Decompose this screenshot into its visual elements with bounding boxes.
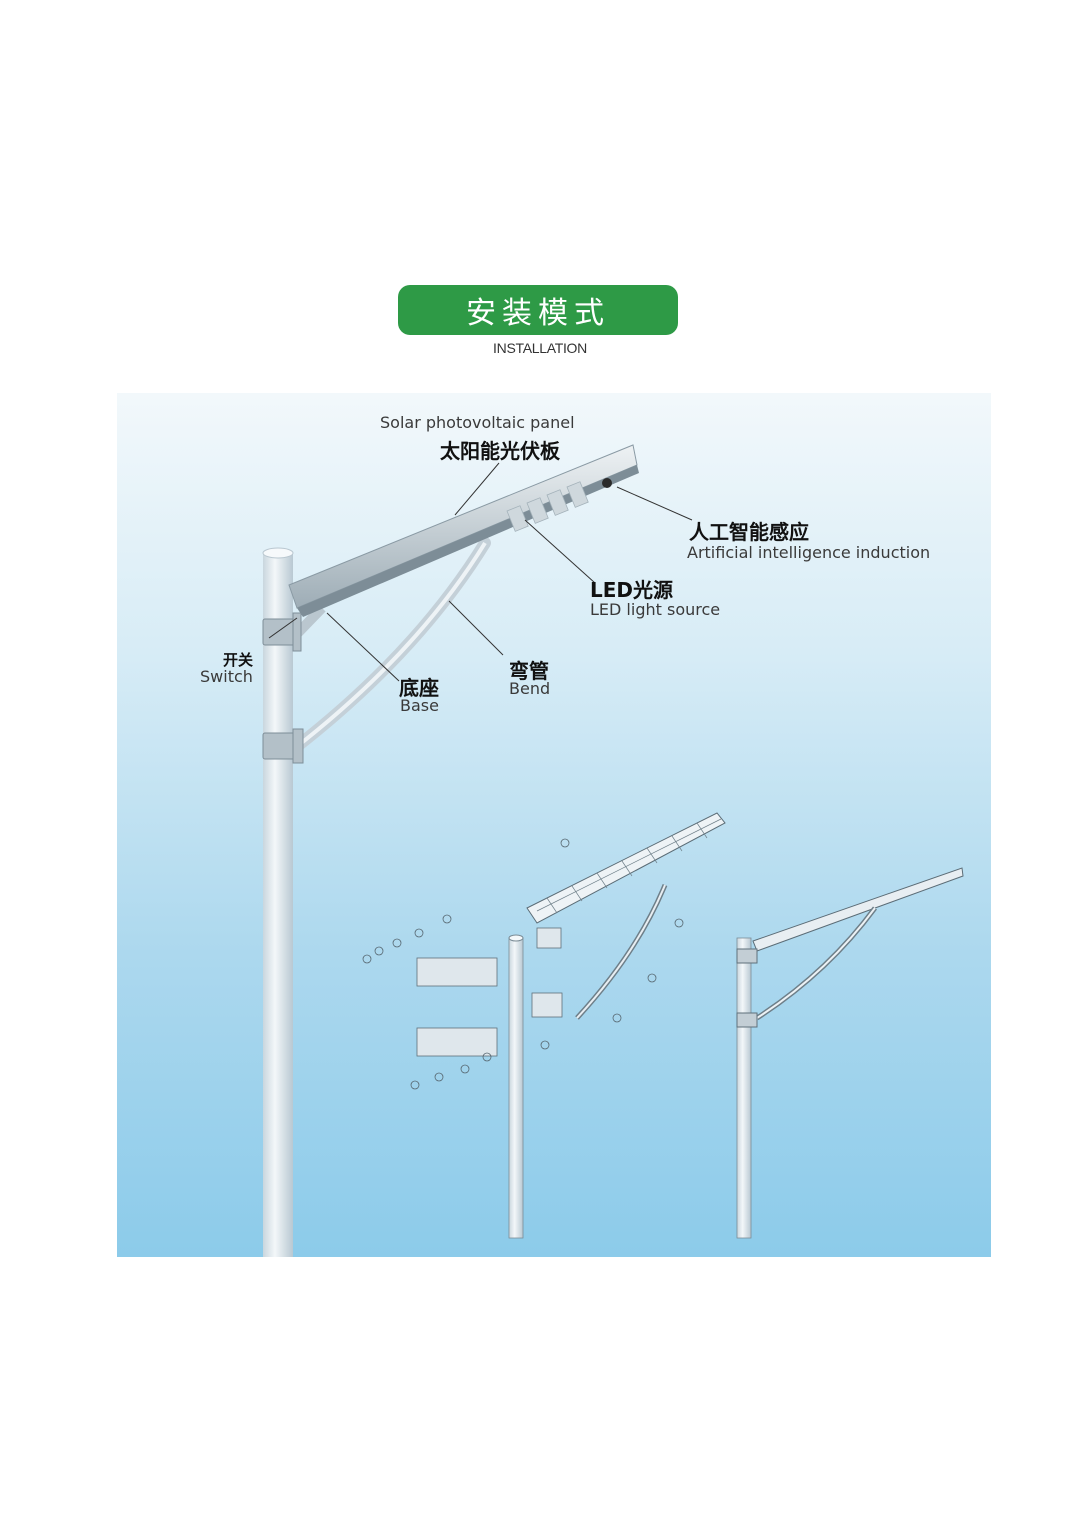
label-base-en: Base: [400, 696, 439, 715]
section-subtitle: INSTALLATION: [493, 340, 587, 356]
assembled-view: [736, 867, 964, 1239]
section-title-banner: 安装模式: [398, 285, 678, 335]
label-led-en: LED light source: [590, 600, 721, 619]
section-title: 安装模式: [466, 296, 610, 331]
label-bend-zh: 弯管: [509, 659, 549, 683]
exploded-view: [362, 812, 726, 1239]
installation-diagram: Solar photovoltaic panel 太阳能光伏板 人工智能感应 A…: [117, 393, 991, 1257]
main-pole: [262, 547, 294, 1257]
lower-clamp: [262, 728, 304, 764]
label-switch-zh: 开关: [223, 651, 254, 669]
label-solar-panel-en: Solar photovoltaic panel: [380, 413, 575, 432]
solar-panel: [288, 444, 639, 617]
label-led-zh: LED光源: [590, 578, 674, 602]
label-ai-en: Artificial intelligence induction: [687, 543, 931, 562]
label-solar-panel-zh: 太阳能光伏板: [440, 439, 560, 463]
label-ai-zh: 人工智能感应: [689, 520, 809, 544]
street-light-illustration: [262, 444, 964, 1257]
label-switch-en: Switch: [200, 667, 253, 686]
label-base-zh: 底座: [399, 676, 439, 700]
leader-lines: [268, 462, 693, 682]
sensor-icon: [602, 478, 612, 488]
upper-clamp: [262, 612, 302, 652]
label-bend-en: Bend: [509, 679, 551, 698]
